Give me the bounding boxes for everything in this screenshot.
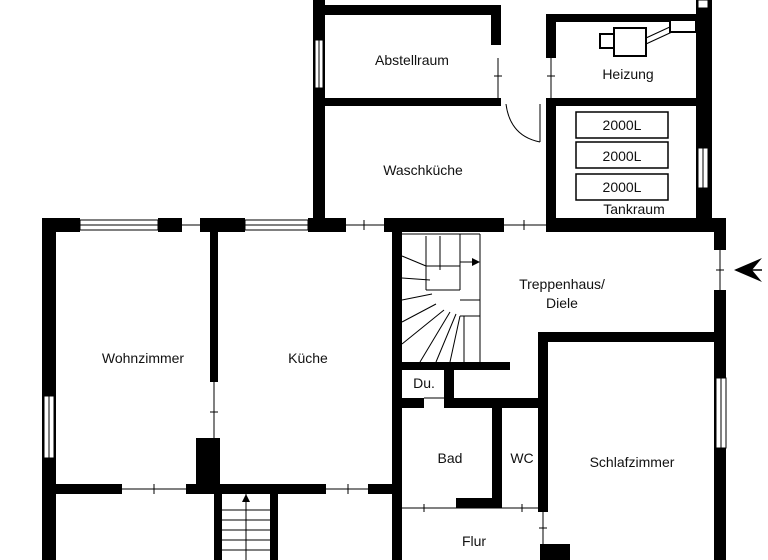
room-label-kueche: Küche xyxy=(288,350,328,366)
room-label-abstellraum: Abstellraum xyxy=(375,52,449,68)
room-label-flur: Flur xyxy=(462,533,486,549)
tank-1 xyxy=(575,111,669,139)
main-staircase xyxy=(401,233,481,363)
tank-2-label: 2000L xyxy=(603,148,642,164)
room-labels: Abstellraum Heizung Waschküche Tankraum … xyxy=(102,52,675,549)
room-label-waschkueche: Waschküche xyxy=(383,162,463,178)
room-label-tankraum: Tankraum xyxy=(603,201,664,217)
entrance-arrow-icon xyxy=(734,258,762,282)
walls xyxy=(42,0,726,560)
tank-2 xyxy=(575,141,669,169)
room-label-wc: WC xyxy=(510,450,533,466)
room-label-wohnzimmer: Wohnzimmer xyxy=(102,350,185,366)
tank-1-label: 2000L xyxy=(603,117,642,133)
room-label-heizung: Heizung xyxy=(602,66,653,82)
room-label-du: Du. xyxy=(413,375,435,391)
room-label-treppenhaus-1: Treppenhaus/ xyxy=(519,276,605,292)
room-label-treppenhaus-2: Diele xyxy=(546,295,578,311)
boiler-icon xyxy=(599,19,697,57)
tank-3 xyxy=(575,173,669,201)
lower-staircase xyxy=(222,494,270,560)
room-label-schlafzimmer: Schlafzimmer xyxy=(590,454,675,470)
tank-group: 2000L 2000L 2000L xyxy=(575,111,669,201)
tank-3-label: 2000L xyxy=(603,179,642,195)
room-label-bad: Bad xyxy=(438,450,463,466)
door-markers xyxy=(122,58,724,544)
windows xyxy=(43,0,727,459)
